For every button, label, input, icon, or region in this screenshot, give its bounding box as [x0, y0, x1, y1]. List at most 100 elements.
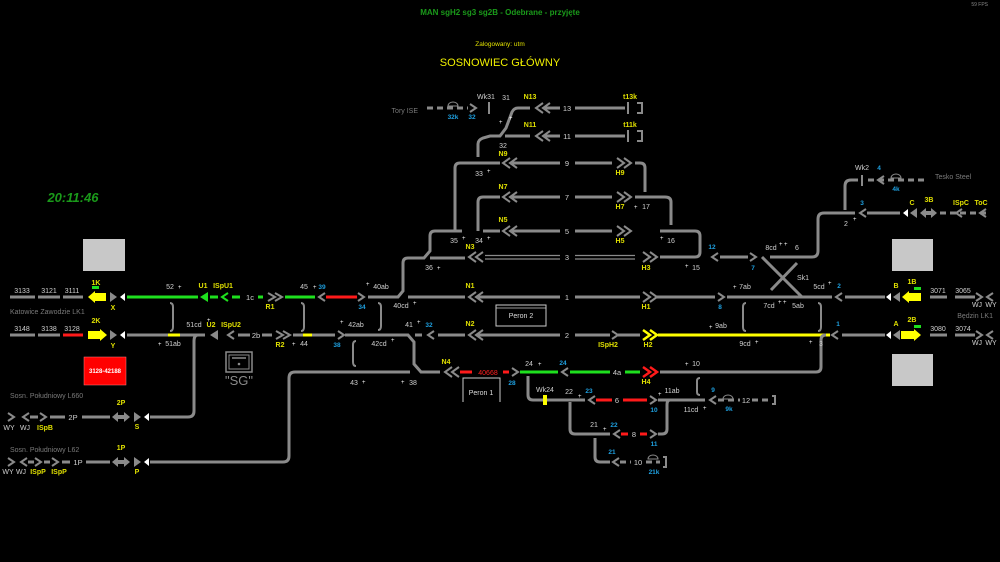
point-44[interactable]: 44: [300, 341, 308, 348]
signal-c[interactable]: C: [909, 200, 914, 207]
signal-2p[interactable]: 2P: [117, 400, 126, 407]
signal-ispc[interactable]: ISpC: [953, 200, 969, 207]
signal-1p[interactable]: 1P: [117, 445, 126, 452]
point-35[interactable]: 35: [450, 238, 458, 245]
signal-toc[interactable]: ToC: [974, 200, 987, 207]
signal-a[interactable]: A: [893, 321, 898, 328]
point-4[interactable]: 4: [877, 165, 881, 172]
signal-h9[interactable]: H9: [616, 170, 625, 177]
point-11[interactable]: 11: [651, 441, 658, 448]
track-lock-wk2[interactable]: Wk2: [855, 165, 869, 172]
signal-n9[interactable]: N9: [499, 151, 508, 158]
point-39[interactable]: 39: [318, 284, 326, 291]
point-45[interactable]: 45: [300, 284, 308, 291]
point-32[interactable]: 32: [425, 322, 433, 329]
signal-2k[interactable]: 2K: [92, 318, 101, 325]
signal-n11[interactable]: N11: [524, 122, 537, 129]
signal-t13k[interactable]: t13k: [623, 94, 637, 101]
point-7cd[interactable]: 7cd: [763, 303, 774, 310]
signal-n7[interactable]: N7: [499, 184, 508, 191]
point-1[interactable]: 1: [836, 321, 840, 328]
point-7[interactable]: 7: [751, 265, 755, 272]
signal-h4[interactable]: H4: [642, 379, 651, 386]
gray-panel[interactable]: [892, 354, 933, 386]
point-38[interactable]: 38: [409, 380, 417, 387]
point-9k[interactable]: 9k: [725, 406, 733, 413]
point-40ab[interactable]: 40ab: [373, 284, 389, 291]
signal-ispu2[interactable]: ISpU2: [221, 322, 241, 329]
point-40cd[interactable]: 40cd: [393, 303, 408, 310]
signal-wj[interactable]: WJ: [972, 340, 982, 347]
point-43[interactable]: 43: [350, 380, 358, 387]
signal-wy[interactable]: WY: [3, 425, 15, 432]
signal-wj[interactable]: WJ: [972, 302, 982, 309]
point-2[interactable]: 2: [844, 221, 848, 228]
point-8[interactable]: 8: [718, 304, 722, 311]
point-9ab[interactable]: 9ab: [715, 323, 727, 330]
signal-ispp[interactable]: ISpP: [51, 469, 67, 476]
signal-b[interactable]: B: [893, 283, 898, 290]
point-10[interactable]: 10: [692, 361, 700, 368]
point-52[interactable]: 52: [166, 284, 174, 291]
point-2[interactable]: 2: [837, 283, 841, 290]
point-4k[interactable]: 4k: [892, 186, 900, 193]
signal-n13[interactable]: N13: [524, 94, 537, 101]
signal-t11k[interactable]: t11k: [623, 122, 637, 129]
signal-r1[interactable]: R1: [266, 304, 275, 311]
signal-h7[interactable]: H7: [616, 204, 625, 211]
signal-ispp[interactable]: ISpP: [30, 469, 46, 476]
signal-1b[interactable]: 1B: [908, 279, 917, 286]
signal-3b[interactable]: 3B: [925, 197, 934, 204]
point-3[interactable]: 3: [819, 341, 823, 348]
alarm-box[interactable]: [83, 356, 127, 386]
signal-h5[interactable]: H5: [616, 238, 625, 245]
signal-n2[interactable]: N2: [466, 321, 475, 328]
point-10[interactable]: 10: [650, 407, 658, 414]
point-51cd[interactable]: 51cd: [186, 322, 201, 329]
signal-labels[interactable]: 1K 2K X Y U1 ISpU1 U2 ISpU2 R1 R2 N1 N2 …: [2, 94, 997, 476]
signal-r2[interactable]: R2: [276, 342, 285, 349]
point-31[interactable]: 31: [502, 95, 510, 102]
point-21k[interactable]: 21k: [649, 469, 660, 476]
signal-n5[interactable]: N5: [499, 217, 508, 224]
point-24[interactable]: 24: [525, 361, 533, 368]
point-11cd[interactable]: 11cd: [684, 407, 699, 414]
point-51ab[interactable]: 51ab: [165, 341, 181, 348]
point-11ab[interactable]: 11ab: [664, 388, 679, 395]
signal-wj[interactable]: WJ: [16, 469, 26, 476]
point-32k[interactable]: 32k: [448, 114, 459, 121]
point-16[interactable]: 16: [667, 238, 675, 245]
point-24[interactable]: 24: [559, 360, 567, 367]
point-33[interactable]: 33: [475, 171, 483, 178]
signal-n3[interactable]: N3: [466, 244, 475, 251]
point-36[interactable]: 36: [425, 265, 433, 272]
signal-n1[interactable]: N1: [466, 283, 475, 290]
point-32[interactable]: 32: [499, 143, 507, 150]
point-8cd[interactable]: 8cd: [765, 245, 776, 252]
point-38[interactable]: 38: [333, 342, 341, 349]
point-labels[interactable]: 52 51cd 51ab 45 44 40ab 40cd 42ab 42cd 4…: [165, 94, 869, 429]
point-34[interactable]: 34: [358, 304, 366, 311]
signal-h2[interactable]: H2: [644, 342, 653, 349]
signal-h1[interactable]: H1: [642, 304, 651, 311]
point-9cd[interactable]: 9cd: [739, 341, 750, 348]
signal-2b[interactable]: 2B: [908, 317, 917, 324]
gray-panel[interactable]: [892, 239, 933, 271]
signal-y[interactable]: Y: [111, 343, 116, 350]
point-3[interactable]: 3: [860, 200, 864, 207]
point-17[interactable]: 17: [642, 204, 650, 211]
point-42cd[interactable]: 42cd: [371, 341, 386, 348]
signal-p[interactable]: P: [135, 469, 140, 476]
point-7ab[interactable]: 7ab: [739, 284, 751, 291]
crossing-sk1[interactable]: Sk1: [797, 275, 809, 282]
signal-wy[interactable]: WY: [985, 302, 997, 309]
signal-wy[interactable]: WY: [985, 340, 997, 347]
signal-n4[interactable]: N4: [442, 359, 451, 366]
sg-icon[interactable]: [225, 351, 253, 373]
point-22[interactable]: 22: [610, 422, 618, 429]
gray-panel[interactable]: [83, 239, 125, 271]
signal-ispb[interactable]: ISpB: [37, 425, 53, 432]
point-15[interactable]: 15: [692, 265, 700, 272]
signal-wy[interactable]: WY: [2, 469, 14, 476]
point-42ab[interactable]: 42ab: [348, 322, 364, 329]
